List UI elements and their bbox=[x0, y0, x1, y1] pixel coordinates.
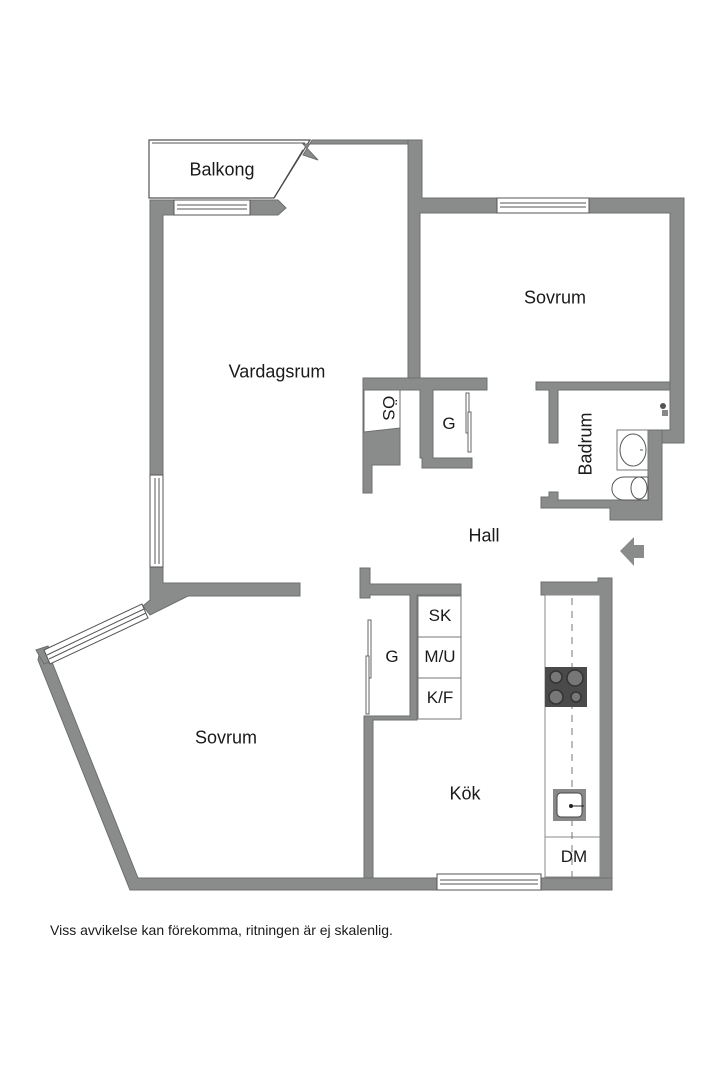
room-label-kok: Kök bbox=[449, 783, 481, 804]
room-label-balkong: Balkong bbox=[189, 159, 255, 180]
fixture-label-dm: DM bbox=[560, 847, 588, 866]
fixture-label-garderob-1: G bbox=[442, 414, 456, 433]
fixture-label-sk: SK bbox=[428, 606, 452, 625]
room-label-hall: Hall bbox=[468, 525, 500, 546]
fixture-label-mu: M/U bbox=[424, 647, 456, 666]
fixture-label-os: ÖS bbox=[379, 395, 398, 421]
fixture-label-garderob-2: G bbox=[385, 647, 399, 666]
room-label-vardagsrum: Vardagsrum bbox=[228, 361, 326, 382]
entrance-arrow-icon bbox=[620, 537, 644, 566]
room-label-badrum: Badrum bbox=[575, 412, 596, 476]
room-label-sovrum-south: Sovrum bbox=[194, 727, 258, 748]
room-label-sovrum-north: Sovrum bbox=[523, 287, 587, 308]
disclaimer-text: Viss avvikelse kan förekomma, ritningen … bbox=[50, 922, 393, 938]
fixture-label-kf: K/F bbox=[426, 688, 454, 707]
